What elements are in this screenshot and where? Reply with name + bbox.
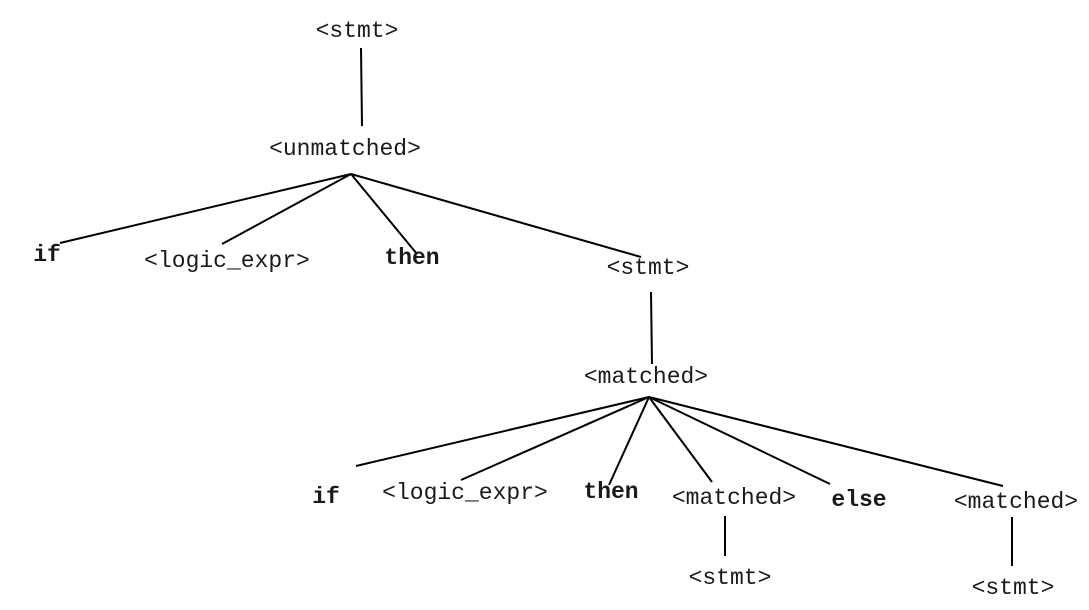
edge-stmt-root-to-unmatched	[360, 47, 363, 127]
edge-matched-to-matched-left	[648, 396, 713, 483]
edge-unmatched-to-then	[350, 173, 418, 255]
node-matched-main: <matched>	[584, 364, 708, 390]
node-then-outer: then	[384, 245, 439, 271]
edge-matched-to-logic-expr	[460, 396, 650, 481]
edge-matched-to-else	[648, 396, 831, 485]
tree-edges	[59, 47, 1013, 566]
node-stmt-root: <stmt>	[316, 18, 399, 44]
edge-matched-to-then	[608, 396, 650, 486]
edge-matched-to-matched-right	[648, 396, 1004, 487]
node-unmatched: <unmatched>	[269, 136, 421, 162]
node-stmt-leaf-left: <stmt>	[689, 565, 772, 591]
edge-matched-to-if	[355, 396, 650, 467]
node-logic-expr-outer: <logic_expr>	[144, 248, 310, 274]
edge-unmatched-to-if	[59, 173, 352, 244]
edge-unmatched-to-logic-expr	[221, 173, 352, 245]
node-stmt-leaf-right: <stmt>	[972, 575, 1055, 601]
node-if-inner: if	[312, 484, 340, 510]
node-stmt-mid: <stmt>	[607, 255, 690, 281]
node-matched-right: <matched>	[954, 489, 1078, 515]
tree-nodes: <stmt> <unmatched> if <logic_expr> then …	[33, 18, 1078, 601]
node-then-inner: then	[583, 479, 638, 505]
node-else-inner: else	[831, 487, 886, 513]
node-if-outer: if	[33, 242, 61, 268]
edge-unmatched-to-stmt	[350, 173, 642, 258]
node-matched-left: <matched>	[672, 485, 796, 511]
node-logic-expr-inner: <logic_expr>	[382, 480, 548, 506]
edge-stmt-to-matched	[650, 291, 653, 365]
